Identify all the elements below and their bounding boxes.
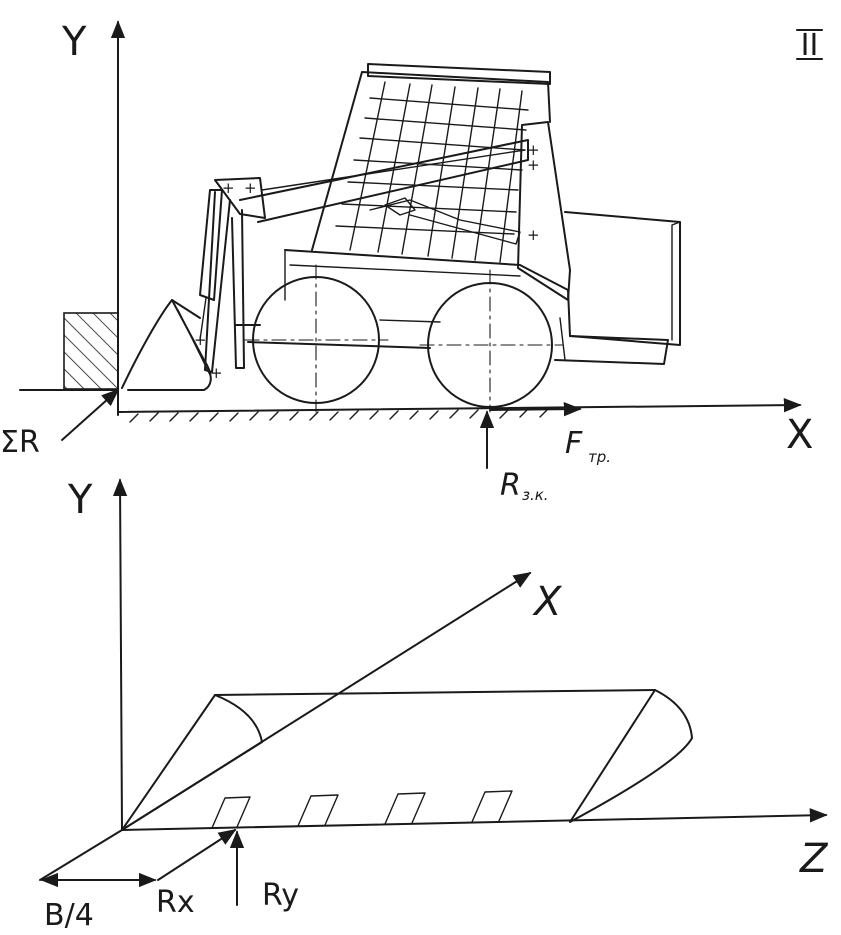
force-sum-r: ΣR — [0, 388, 120, 460]
bucket-x-axis-label: X — [532, 579, 563, 625]
obstacle-block — [19, 312, 119, 391]
svg-text:+: + — [210, 364, 223, 382]
x-axis — [117, 397, 802, 413]
loader-bucket — [121, 299, 212, 391]
reaction-x-label: Rx — [156, 885, 195, 920]
friction-force-subscript: тр. — [588, 448, 611, 466]
bucket-z-axis — [121, 808, 828, 831]
friction-force-label: F — [565, 426, 583, 461]
bucket-y-axis — [112, 478, 128, 831]
y-axis-label: Y — [61, 19, 87, 65]
force-sum-label: ΣR — [0, 425, 40, 460]
sheet-number-label: II — [801, 28, 819, 63]
svg-text:+: + — [527, 156, 540, 174]
offset-dimension-label: B/4 — [44, 898, 94, 933]
bucket-view: Y X Z B/4 Rx Ry — [39, 477, 829, 933]
sheet-number: II — [796, 28, 823, 63]
wheel-reaction: R з.к. — [479, 410, 549, 504]
svg-text:+: + — [244, 179, 257, 197]
wheel-reaction-label: R — [500, 468, 521, 503]
svg-text:+: + — [222, 179, 235, 197]
cabin-mesh — [335, 81, 529, 263]
svg-text:+: + — [527, 141, 540, 159]
reaction-x: Rx — [156, 829, 237, 920]
svg-text:+: + — [527, 226, 540, 244]
wheel-reaction-subscript: з.к. — [522, 486, 549, 504]
offset-dimension: B/4 — [39, 829, 157, 933]
x-axis-label: X — [786, 412, 813, 458]
rear-wheel — [419, 269, 563, 413]
reaction-y: Ry — [229, 830, 299, 913]
friction-force: F тр. — [489, 401, 611, 466]
bucket-y-axis-label: Y — [67, 477, 93, 523]
front-wheel — [244, 264, 389, 413]
side-view: Y X ΣR — [0, 19, 813, 504]
ground-hatching — [129, 408, 549, 423]
bucket-view-axes: Y X Z — [67, 477, 829, 882]
bucket-perspective — [121, 689, 693, 831]
side-view-axes: Y X — [61, 19, 813, 458]
svg-text:+: + — [194, 331, 207, 349]
loader-body: + + + + + + + — [194, 63, 681, 382]
bucket-z-axis-label: Z — [799, 836, 829, 882]
reaction-y-label: Ry — [262, 878, 299, 913]
